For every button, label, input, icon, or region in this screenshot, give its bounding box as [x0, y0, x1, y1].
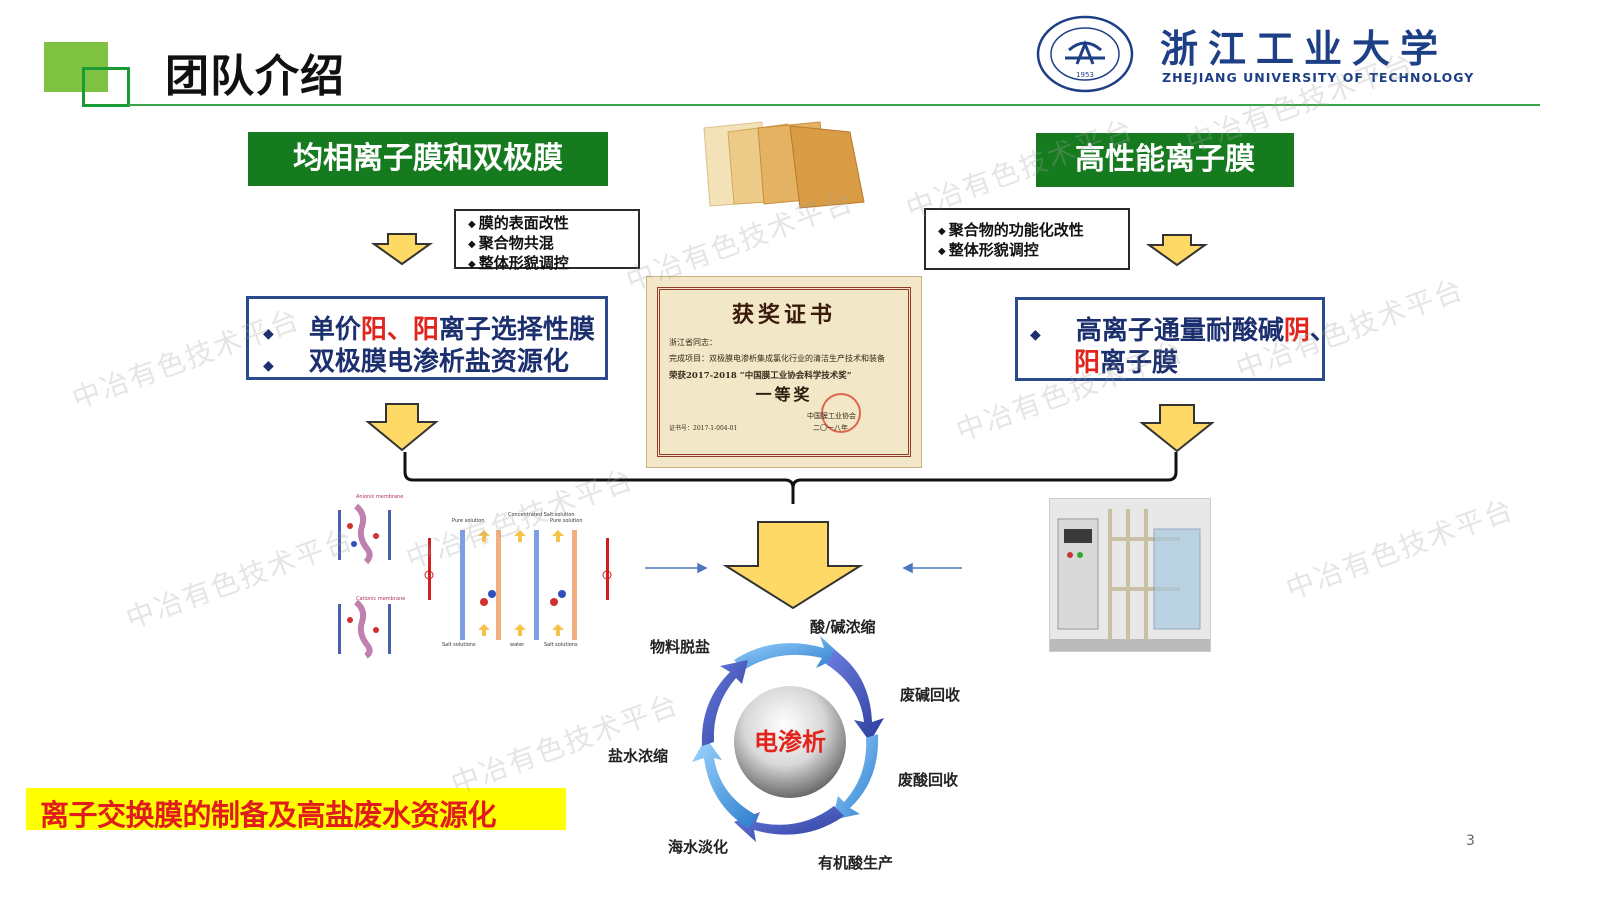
cycle-center-label: 电渗析	[754, 728, 826, 756]
right-method-item: 聚合物的功能化改性	[938, 220, 1128, 240]
certificate-line: 完成项目：双极膜电渗析集成氯化行业的清洁生产技术和装备	[669, 354, 885, 363]
membrane-sheets-image	[703, 121, 865, 209]
big-down-arrow-icon	[722, 521, 864, 610]
left-methods-box: 膜的表面改性 聚合物共混 整体形貌调控	[454, 209, 640, 272]
certificate-line: 荣获2017-2018 “中国膜工业协会科学技术奖”	[669, 371, 852, 381]
summary-banner	[26, 788, 566, 830]
bullet-diamond-icon: ◆	[263, 326, 274, 342]
header-decoration-outline	[82, 67, 130, 107]
page-number: 3	[1466, 833, 1475, 849]
pure-solution-label: Pure solution	[452, 518, 485, 524]
electrodialysis-cycle-diagram: 电渗析	[692, 636, 884, 842]
left-heading: 均相离子膜和双极膜	[248, 132, 608, 186]
pure-solution-label: Pure solution	[550, 518, 583, 524]
university-name-en: ZHEJIANG UNIVERSITY OF TECHNOLOGY	[1162, 70, 1475, 85]
university-seal-logo: 1953	[1036, 15, 1134, 93]
certificate-stamp-icon	[821, 393, 861, 433]
certificate-org: 中国膜工业协会	[807, 412, 856, 420]
center-sphere	[734, 686, 846, 798]
left-method-item: 整体形貌调控	[468, 253, 638, 273]
left-method-item: 膜的表面改性	[468, 213, 638, 233]
right-method-item: 整体形貌调控	[938, 240, 1128, 260]
anionic-membrane-icon	[338, 503, 391, 565]
cationic-membrane-icon	[338, 599, 391, 659]
cycle-arrow-icons	[692, 636, 884, 842]
right-methods-box: 聚合物的功能化改性 整体形貌调控	[924, 208, 1130, 270]
concentrated-salt-label: Concentrated Salt solution	[508, 512, 575, 518]
electrode-left	[428, 538, 431, 600]
cycle-label-brine: 盐水浓缩	[608, 747, 669, 765]
right-result-box: ◆ 高离子通量耐酸碱阴、 阳离子膜	[1015, 297, 1336, 381]
bullet-diamond-icon: ◆	[1030, 327, 1041, 343]
left-result-line-2: ◆ 双极膜电渗析盐资源化	[263, 347, 569, 377]
anionic-membrane-label: Anionic membrane	[356, 494, 403, 500]
certificate-title: 获奖证书	[731, 302, 836, 328]
university-name-cn: 浙江工业大学	[1160, 26, 1449, 71]
certificate-number: 证书号：2017-1-004-01	[669, 425, 738, 432]
electrodialysis-equipment-image	[1049, 498, 1211, 652]
right-result-line-1: ◆ 高离子通量耐酸碱阴、	[1030, 316, 1336, 346]
electrodialysis-schematic: Anionic membrane Cationic membrane Pure …	[338, 494, 612, 659]
down-arrow-icon	[1145, 234, 1209, 267]
summary-banner-text: 离子交换膜的制备及高盐废水资源化	[40, 798, 497, 832]
flow-up-arrow-icons	[478, 530, 564, 636]
certificate-prize: 一等奖	[755, 385, 813, 404]
right-result-line-2: 阳离子膜	[1074, 348, 1179, 378]
certificate-border	[657, 287, 911, 457]
cycle-label-organic-acid: 有机酸生产	[818, 854, 894, 872]
salt-solutions-label: Salt solutions	[544, 642, 578, 648]
down-arrow-icon	[370, 233, 434, 266]
left-arrow-icon	[902, 562, 913, 574]
down-arrow-icon	[1139, 404, 1215, 453]
certificate-date: 二〇一八年	[813, 424, 848, 432]
header-divider	[128, 104, 1540, 106]
certificate-line: 浙江省同志：	[669, 338, 717, 347]
right-heading: 高性能离子膜	[1036, 133, 1294, 187]
page-title: 团队介绍	[165, 51, 345, 102]
water-label: water	[510, 642, 525, 648]
award-certificate-image: 获奖证书 浙江省同志： 完成项目：双极膜电渗析集成氯化行业的清洁生产技术和装备 …	[646, 276, 922, 468]
left-result-line-1: ◆ 单价阳、阳离子选择性膜	[263, 315, 595, 345]
merge-bracket	[403, 452, 1178, 504]
down-arrow-icon	[365, 403, 439, 452]
bullet-diamond-icon: ◆	[263, 358, 274, 374]
cycle-label-desalination: 物料脱盐	[650, 638, 711, 656]
cycle-label-seawater: 海水淡化	[668, 838, 729, 856]
cationic-membrane-label: Cationic membrane	[356, 596, 405, 602]
left-method-item: 聚合物共混	[468, 233, 638, 253]
left-result-box: ◆ 单价阳、阳离子选择性膜 ◆ 双极膜电渗析盐资源化	[246, 296, 608, 380]
salt-solutions-label: Salt solutions	[442, 642, 476, 648]
cycle-label-waste-acid: 废酸回收	[898, 771, 959, 789]
cycle-label-waste-alkali: 废碱回收	[900, 686, 961, 704]
seal-year: 1953	[1076, 71, 1094, 79]
right-arrow-icon	[697, 562, 708, 574]
cycle-label-acid-base: 酸/碱浓缩	[810, 618, 876, 636]
electrode-right	[606, 538, 609, 600]
